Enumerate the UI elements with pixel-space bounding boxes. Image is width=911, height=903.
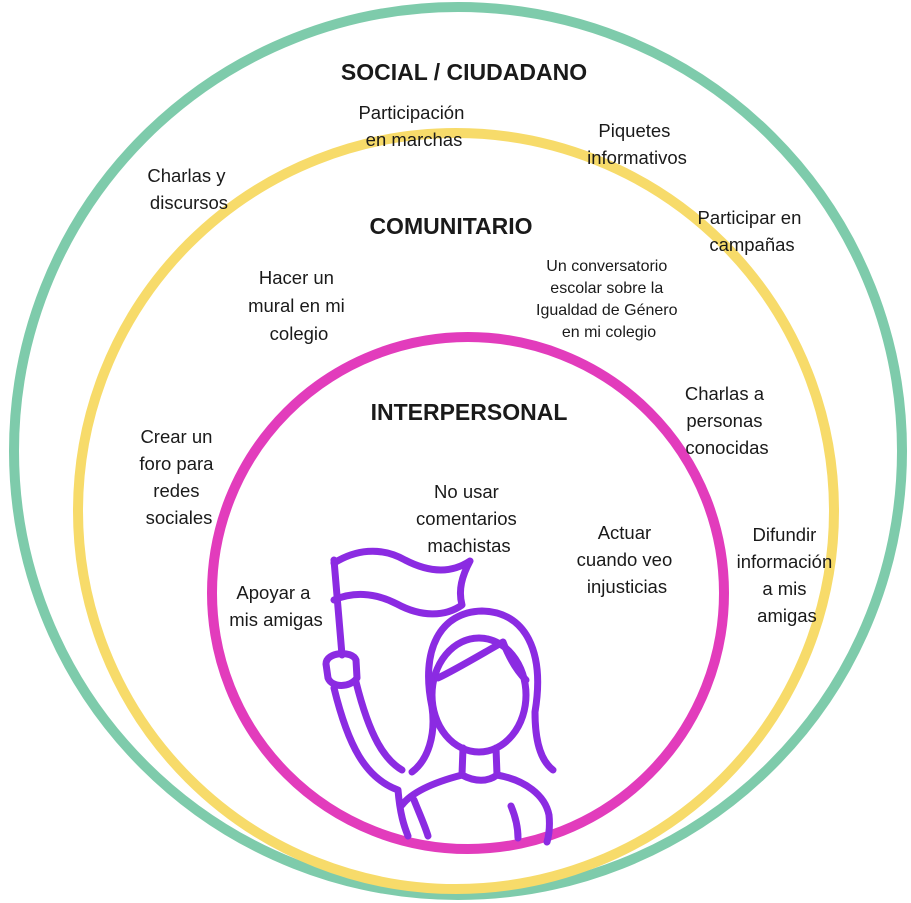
community-item-difundir: Difundir información a mis amigas (737, 524, 838, 626)
flag-icon (330, 547, 474, 618)
interpersonal-ring (207, 332, 729, 854)
community-ring (73, 128, 839, 894)
social-item-charlas-discursos: Charlas y discursos (147, 165, 230, 213)
social-ring-title: SOCIAL / CIUDADANO (341, 59, 587, 85)
interpersonal-item-no-machistas: No usar comentarios machistas (416, 481, 522, 556)
woman-with-flag-icon (322, 547, 557, 846)
social-item-piquetes: Piquetes informativos (587, 120, 687, 168)
interpersonal-item-actuar: Actuar cuando veo injusticias (577, 522, 678, 597)
social-ring (9, 2, 907, 900)
interpersonal-item-apoyar: Apoyar a mis amigas (229, 582, 323, 630)
community-item-conversatorio: Un conversatorio escolar sobre la Iguald… (536, 258, 682, 341)
interpersonal-ring-title: INTERPERSONAL (371, 399, 568, 425)
community-item-mural: Hacer un mural en mi colegio (248, 267, 350, 344)
social-item-marchas: Participación en marchas (358, 102, 469, 150)
community-ring-title: COMUNITARIO (369, 213, 532, 239)
community-item-foro: Crear un foro para redes sociales (139, 426, 218, 528)
social-item-campanas: Participar en campañas (698, 207, 807, 255)
community-item-charlas-conocidas: Charlas a personas conocidas (685, 383, 769, 458)
flag-pole (330, 556, 346, 659)
